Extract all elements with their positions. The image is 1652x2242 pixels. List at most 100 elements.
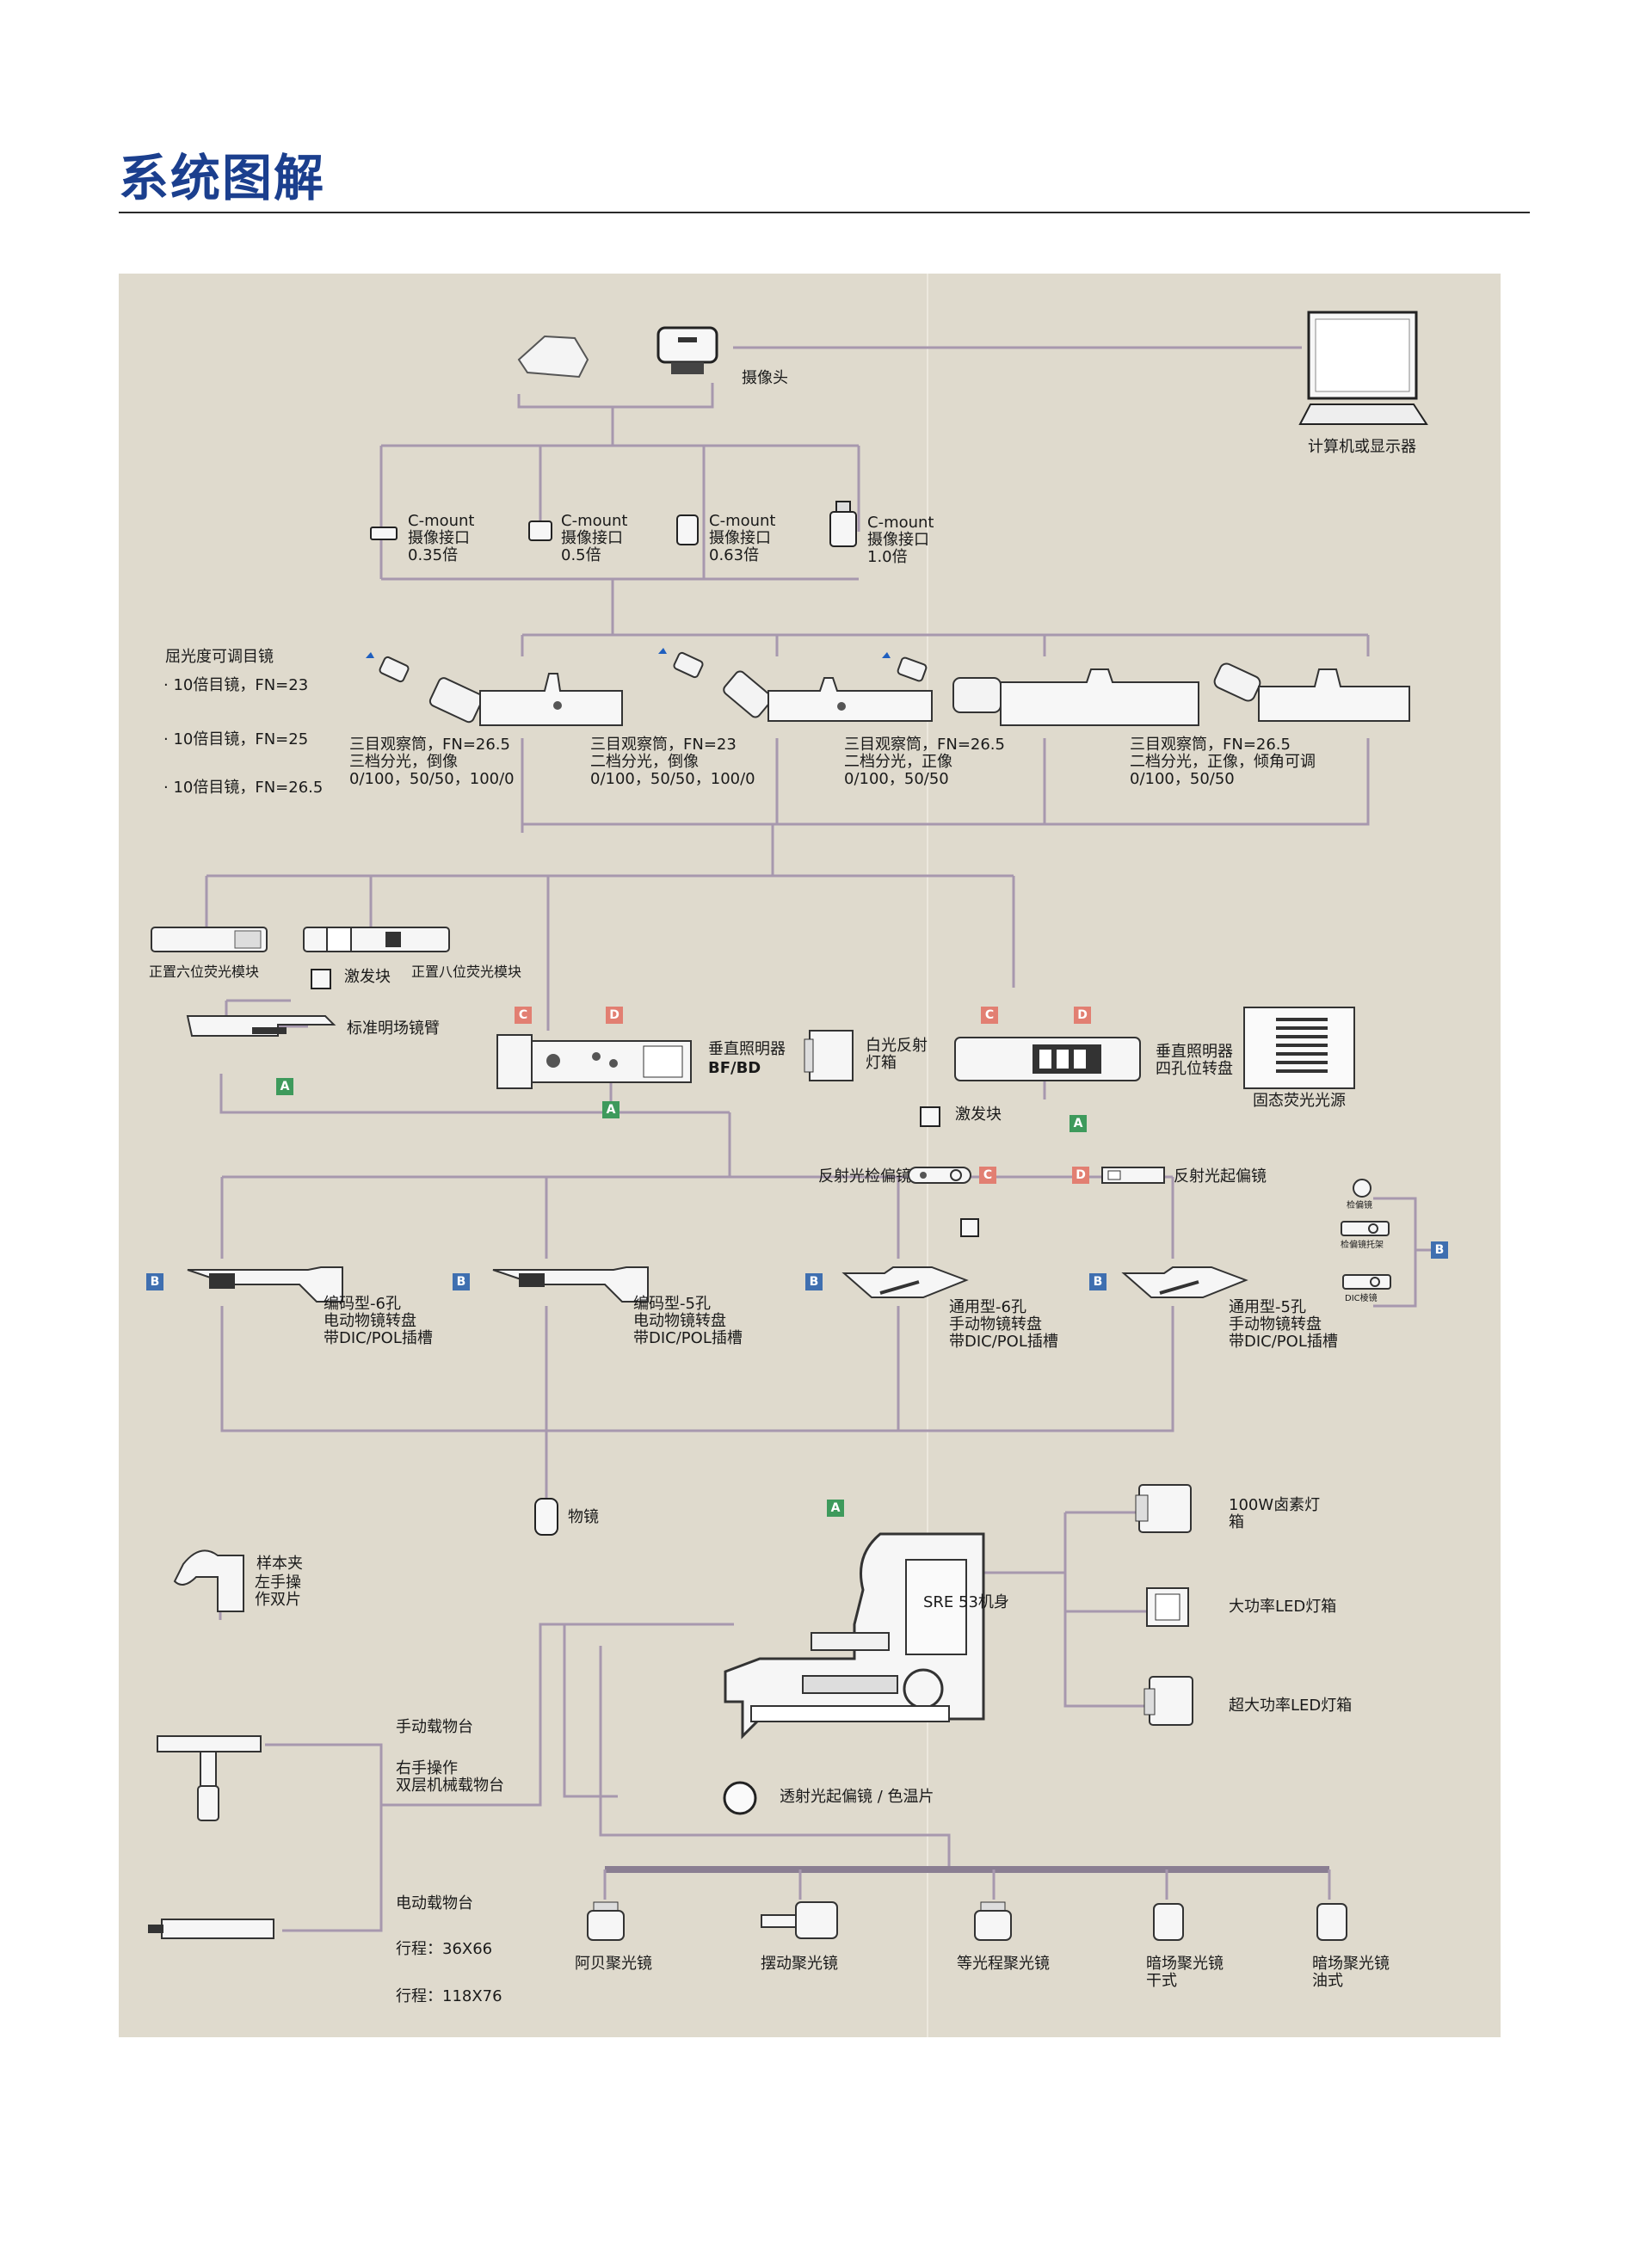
trinocular-tube-3-label: 三目观察筒，FN=26.5 二档分光，正像 0/100，50/50 [844,736,1005,788]
dic-prism-label: DIC棱镜 [1345,1294,1378,1303]
nosepiece-a-icon [187,1266,343,1303]
fluo-module-6-icon [151,927,268,952]
objective-label: 物镜 [568,1508,599,1526]
nosepiece-b-label: 编码型-5孔 电动物镜转盘 带DIC/POL插槽 [633,1295,743,1347]
badge-a-body: A [827,1500,844,1517]
standard-arm-label: 标准明场镜臂 [347,1019,440,1038]
white-lamp-box-label: 白光反射 灯箱 [866,1037,928,1072]
led-light-source-label: 固态荧光光源 [1253,1092,1346,1110]
cmount-063-icon [676,514,699,545]
led-lamp-label: 大功率LED灯箱 [1229,1598,1337,1616]
eyepiece-title: 屈光度可调目镜 [165,648,274,666]
analyzer-small-icon [1353,1179,1372,1198]
microscope-body-icon [724,1532,985,1740]
darkfield-oil-condenser-icon [1316,1903,1347,1941]
illuminator-4-label: 垂直照明器 四孔位转盘 [1156,1043,1233,1078]
vertical-illuminator-bfbd-icon [496,1034,692,1089]
standard-arm-icon [186,1015,336,1037]
title-rule [119,212,1530,213]
badge-d-1: D [606,1007,623,1024]
motorized-stage-label: 电动载物台 [396,1894,473,1912]
illuminator-bfbd-label: 垂直照明器 [708,1040,786,1058]
vertical-illuminator-4-icon [954,1037,1141,1081]
trinocular-tube-2-label: 三目观察筒，FN=23 二档分光，倒像 0/100，50/50，100/0 [590,736,755,788]
analyzer-icon [908,1167,971,1184]
badge-c-2: C [981,1007,998,1024]
badge-d-3: D [1072,1167,1089,1184]
badge-d-2: D [1074,1007,1091,1024]
cmount-035-label: C-mount 摄像接口 0.35倍 [408,512,475,564]
badge-b-1: B [146,1273,163,1290]
trinocular-tube-1-icon [366,652,623,726]
badge-b-4: B [1089,1273,1106,1290]
badge-b-side: B [1431,1241,1448,1259]
badge-a-1: A [276,1078,293,1095]
panel-divider [927,274,928,2037]
nosepiece-a-label: 编码型-6孔 电动物镜转盘 带DIC/POL插槽 [324,1295,433,1347]
specimen-holder-label: 样本夹 [256,1555,303,1573]
super-led-lamp-label: 超大功率LED灯箱 [1229,1697,1353,1715]
super-led-lamp-icon [1143,1676,1193,1726]
specimen-holder-icon [173,1549,244,1612]
transmitted-polarizer-label: 透射光起偏镜 / 色温片 [780,1788,934,1806]
led-light-source-icon [1243,1007,1355,1089]
connector-lines [205,346,1431,1932]
excitation-block-1-label: 激发块 [344,968,391,986]
specimen-holder-variant: 左手操 作双片 [255,1574,301,1609]
nosepiece-d-icon [1121,1266,1248,1298]
travel-2-label: 行程：118X76 [396,1987,502,2005]
camera-icon [656,326,718,374]
right-hand-stage-label: 右手操作 双层机械载物台 [396,1759,504,1795]
badge-b-3: B [805,1273,823,1290]
fluo-module-6-label: 正置六位荧光模块 [149,964,260,980]
iso-condenser-label: 等光程聚光镜 [957,1955,1050,1973]
page-title: 系统图解 [119,149,326,207]
dic-prism-icon [1342,1274,1391,1290]
fluo-module-8-icon [303,927,450,952]
nosepiece-d-label: 通用型-5孔 手动物镜转盘 带DIC/POL插槽 [1229,1298,1338,1351]
trinocular-tube-1-label: 三目观察筒，FN=26.5 三档分光，倒像 0/100，50/50，100/0 [349,736,515,788]
polarizer-label: 反射光起偏镜 [1174,1167,1267,1186]
transmitted-polarizer-icon [723,1781,757,1815]
eyepiece-1-label: · 10倍目镜，FN=23 [163,676,309,694]
badge-b-2: B [453,1273,470,1290]
computer-icon [1298,311,1428,425]
manual-stage-label: 手动载物台 [396,1718,473,1736]
camera-label: 摄像头 [742,369,788,387]
darkfield-dry-condenser-label: 暗场聚光镜 干式 [1146,1955,1224,1990]
darkfield-oil-condenser-label: 暗场聚光镜 油式 [1312,1955,1390,1990]
cmount-10-label: C-mount 摄像接口 1.0倍 [867,514,934,566]
badge-c-1: C [515,1007,532,1024]
cmount-035-icon [370,527,398,540]
swing-condenser-label: 摆动聚光镜 [761,1955,838,1973]
badge-a-2: A [602,1101,620,1118]
camera-housing-icon [517,335,589,379]
analyzer-holder-label: 检偏镜托架 [1341,1241,1384,1250]
excitation-block-1-icon [311,969,331,989]
cmount-063-label: C-mount 摄像接口 0.63倍 [709,512,776,564]
darkfield-dry-condenser-icon [1153,1903,1184,1941]
fluo-module-8-label: 正置八位荧光模块 [411,964,522,980]
swing-condenser-icon [761,1901,838,1939]
nosepiece-c-icon [841,1266,969,1298]
cmount-05-icon [528,520,552,541]
computer-label: 计算机或显示器 [1308,438,1416,456]
cmount-10-icon [829,501,857,547]
polarizer-icon [1101,1167,1165,1184]
slider-block-icon [960,1218,979,1237]
white-lamp-box-icon [804,1030,854,1081]
motorized-stage-icon [148,1919,274,1939]
manual-stage-icon [157,1735,262,1821]
trinocular-tube-2-icon [658,648,933,722]
trinocular-tube-4-icon [1213,662,1410,722]
eyepiece-3-label: · 10倍目镜，FN=26.5 [163,779,324,797]
excitation-block-2-icon [920,1106,940,1127]
excitation-block-2-label: 激发块 [955,1106,1002,1124]
abbe-condenser-label: 阿贝聚光镜 [575,1955,652,1973]
iso-condenser-icon [974,1901,1012,1941]
eyepiece-2-label: · 10倍目镜，FN=25 [163,730,309,748]
nosepiece-c-label: 通用型-6孔 手动物镜转盘 带DIC/POL插槽 [949,1298,1058,1351]
trinocular-tube-3-icon [882,652,1199,726]
illuminator-bfbd-mode: BF/BD [708,1059,761,1077]
trinocular-tube-4-label: 三目观察筒，FN=26.5 二档分光，正像，倾角可调 0/100，50/50 [1130,736,1316,788]
